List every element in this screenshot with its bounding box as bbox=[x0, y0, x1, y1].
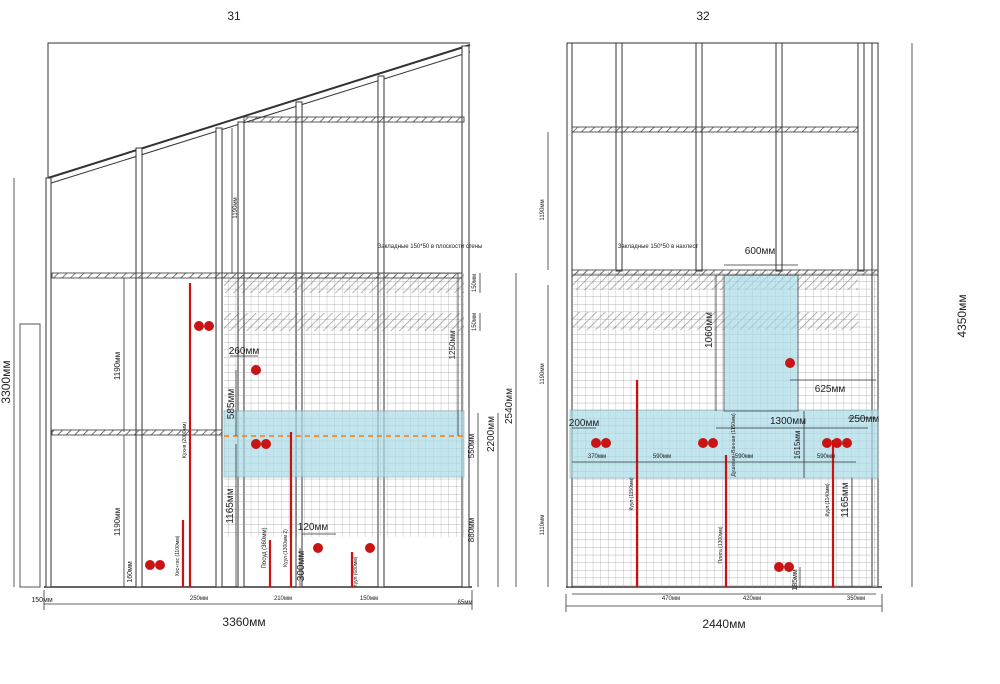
sheet-31-number: 31 bbox=[227, 9, 241, 23]
sheet-31-dim-880: 880мм bbox=[467, 518, 476, 542]
sheet-31-dim-left-upper: 1190мм bbox=[113, 352, 122, 380]
sheet-32-pipe-label: Плита (1300мм) bbox=[718, 526, 724, 563]
sheet-31-dim-floor: 160мм bbox=[127, 561, 134, 582]
sheet-32-points bbox=[591, 358, 852, 572]
sheet-31-total-height: 3300мм bbox=[0, 360, 13, 403]
sheet-31-pipe-label: Куул (1300мм 2) bbox=[283, 529, 289, 567]
sheet-32-total-height: 4350мм bbox=[955, 294, 969, 337]
sheet-32-dim-1300: 1300мм bbox=[770, 416, 806, 427]
sheet-31-dim-120: 120мм bbox=[298, 522, 329, 533]
sheet-31-pipe-label: Куул (680мм) bbox=[353, 556, 359, 587]
sheet-31-points bbox=[145, 321, 375, 570]
sheet-31-outline bbox=[47, 42, 470, 178]
sheet-31-note: Закладные 150*50 в плоскости стены bbox=[378, 244, 483, 250]
sheet-32: 32 bbox=[540, 9, 969, 631]
outlet-point bbox=[155, 560, 165, 570]
sheet-31-dim-left-offset: 150мм bbox=[31, 597, 52, 604]
outlet-point bbox=[204, 321, 214, 331]
sheet-31-left-ledge bbox=[19, 323, 41, 588]
sheet-32-note: Закладные 150*50 в нахлест bbox=[618, 244, 699, 250]
sheet-31-dim-lines bbox=[13, 128, 517, 610]
sheet-32-dim-1165: 1165мм bbox=[840, 482, 851, 517]
outlet-point bbox=[774, 562, 784, 572]
sheet-32-dim-185: 185мм bbox=[792, 569, 799, 590]
sheet-31-dim-1250: 1250мм bbox=[448, 331, 457, 360]
sheet-32-dim-200: 200мм bbox=[569, 418, 600, 429]
sheet-32-dim-b350: 350мм bbox=[847, 596, 865, 602]
sheet-31-total-width: 3360мм bbox=[222, 615, 265, 629]
sheet-31-dim-300: 300мм bbox=[296, 551, 307, 582]
sheet-31-hatch-band-2 bbox=[224, 313, 464, 331]
outlet-point bbox=[365, 543, 375, 553]
sheet-32-hatch-band-1 bbox=[572, 272, 858, 290]
sheet-31-dim-seg-a: 250мм bbox=[190, 596, 208, 602]
outlet-point bbox=[591, 438, 601, 448]
sheet-31-pipe-label: Кухня (2000мм) bbox=[182, 422, 188, 458]
sheet-31-dim-seg-b: 210мм bbox=[274, 596, 292, 602]
sheet-31-pipe-label: Посуд (360мм) bbox=[262, 528, 268, 569]
sheet-32-pipes bbox=[635, 380, 835, 587]
sheet-32-pipe-label: Куул (1140мм) bbox=[825, 483, 831, 516]
outlet-point bbox=[822, 438, 832, 448]
sheet-31-dim-seg-c: 150мм bbox=[360, 596, 378, 602]
sheet-31-grid bbox=[224, 273, 464, 537]
sheet-32-dim-600: 600мм bbox=[745, 246, 776, 257]
sheet-31-dim-left-lower: 1190мм bbox=[113, 508, 122, 536]
sheet-31-nogging-top bbox=[243, 116, 465, 123]
sheet-32-dim-s590b: 590мм bbox=[735, 454, 753, 460]
sheet-31-dim-seg-d: 65мм bbox=[458, 600, 473, 606]
outlet-point bbox=[313, 543, 323, 553]
sheet-31: 31 bbox=[0, 9, 517, 629]
outlet-point bbox=[785, 358, 795, 368]
sheet-31-dim-2200: 2200мм bbox=[486, 416, 497, 452]
outlet-point bbox=[194, 321, 204, 331]
sheet-31-dim-1165: 1165мм bbox=[225, 488, 236, 523]
outlet-point bbox=[698, 438, 708, 448]
sheet-32-highlight-box bbox=[723, 274, 799, 412]
sheet-32-dim-left-low: 1110мм bbox=[540, 515, 546, 536]
sheet-32-pipe-label: Куул (1150мм) bbox=[629, 477, 635, 510]
outlet-point bbox=[251, 439, 261, 449]
sheet-32-total-width: 2440мм bbox=[702, 617, 745, 631]
sheet-31-dim-t150b: 150мм bbox=[472, 313, 478, 331]
sheet-31-pipes bbox=[181, 283, 354, 587]
sheet-32-dim-left-mid: 1190мм bbox=[540, 363, 546, 384]
sheet-31-nogging-low bbox=[51, 429, 223, 436]
sheet-31-pipe-label: Хвс+гвс (1100мм) bbox=[175, 535, 181, 576]
sheet-32-dim-625: 625мм bbox=[815, 384, 846, 395]
sheet-31-dim-2540: 2540мм bbox=[504, 388, 515, 424]
sheet-32-number: 32 bbox=[696, 9, 710, 23]
sheet-32-nogging-top bbox=[571, 126, 859, 133]
sheet-32-dim-b420: 420мм bbox=[743, 596, 761, 602]
outlet-point bbox=[261, 439, 271, 449]
outlet-point bbox=[601, 438, 611, 448]
sheet-32-dim-s370: 370мм bbox=[588, 454, 606, 460]
sheet-31-hatch-band-1 bbox=[224, 275, 464, 293]
sheet-31-dim-260: 260мм bbox=[229, 346, 260, 357]
sheet-31-roof-slope bbox=[47, 44, 471, 179]
sheet-32-dim-1060: 1060мм bbox=[704, 312, 715, 348]
sheet-31-dim-top-spacing: 1190мм bbox=[233, 197, 239, 218]
sheet-32-dim-top-spacing: 1190мм bbox=[540, 199, 546, 220]
sheet-32-dim-1615: 1615мм bbox=[793, 431, 802, 460]
sheet-32-dim-s590a: 590мм bbox=[653, 454, 671, 460]
outlet-point bbox=[832, 438, 842, 448]
sheet-32-dim-s590c: 590мм bbox=[817, 454, 835, 460]
sheet-32-pipe-label: Душевая+Ванная (1150мм) bbox=[731, 413, 737, 477]
outlet-point bbox=[708, 438, 718, 448]
outlet-point bbox=[784, 562, 794, 572]
sheet-32-dim-250: 250мм bbox=[849, 414, 880, 425]
outlet-point bbox=[251, 365, 261, 375]
sheet-32-hatch-band-2 bbox=[572, 312, 858, 330]
sheet-32-dim-lines bbox=[547, 43, 913, 612]
sheet-31-dim-550: 550мм bbox=[467, 434, 476, 458]
outlet-point bbox=[842, 438, 852, 448]
outlet-point bbox=[145, 560, 155, 570]
sheet-31-dim-t150a: 150мм bbox=[472, 274, 478, 292]
sheet-31-dim-585: 585мм bbox=[226, 389, 237, 420]
sheet-32-dim-b470: 470мм bbox=[662, 596, 680, 602]
